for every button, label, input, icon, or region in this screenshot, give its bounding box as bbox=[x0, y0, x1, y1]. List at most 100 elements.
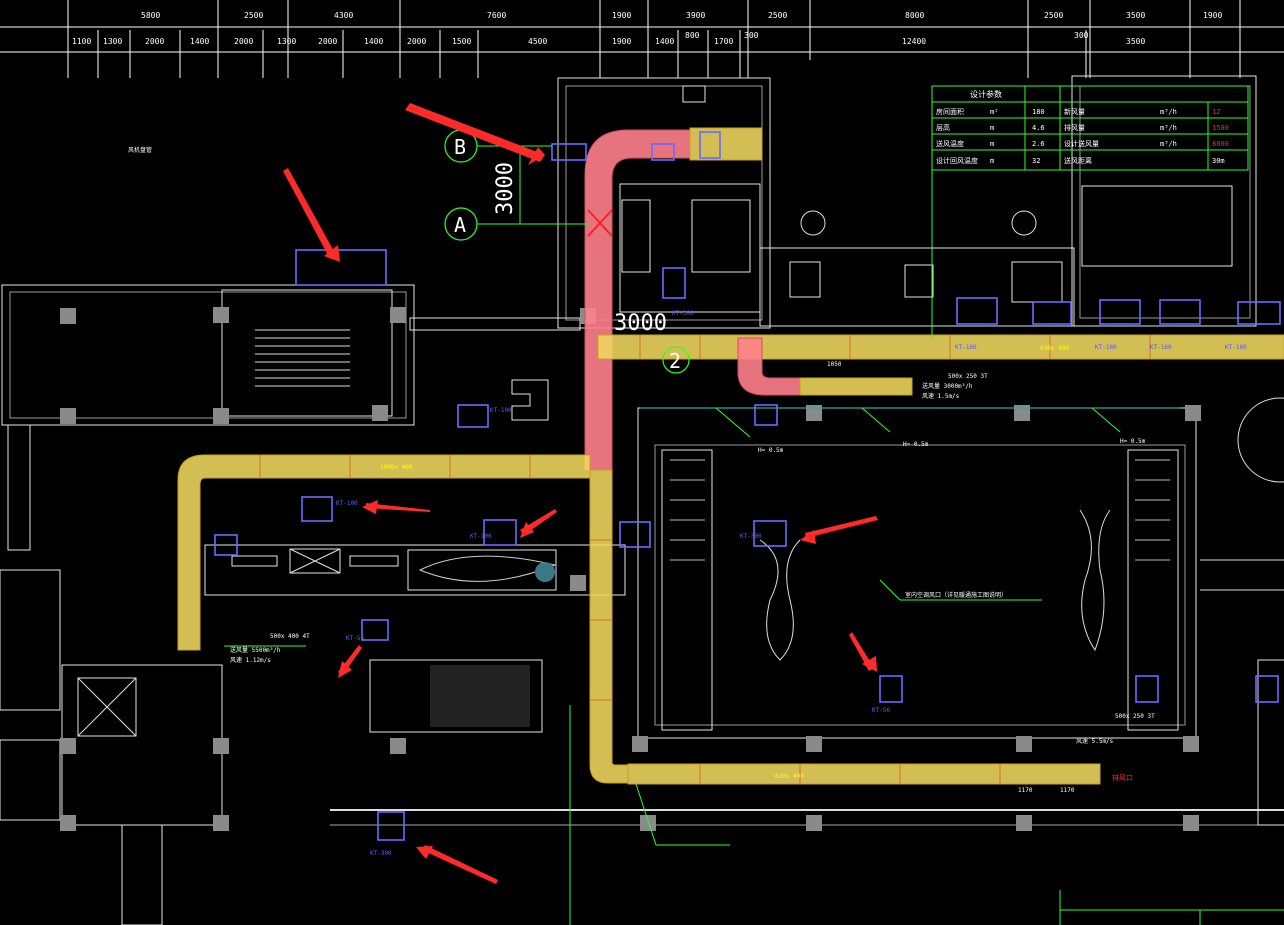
table-r1-label2: 新风量 bbox=[1064, 107, 1085, 116]
table-r2-label: 层高 bbox=[936, 123, 950, 132]
duct-size-label-1: 1000x 400 bbox=[380, 464, 413, 471]
table-r1-value: 180 bbox=[1032, 108, 1045, 116]
ac-unit-row-label-3: KT-160 bbox=[1150, 344, 1172, 351]
arrow-to-kt300-bottom bbox=[422, 845, 498, 884]
table-r2-unit2: m³/h bbox=[1160, 124, 1177, 132]
duct-top-segment[interactable] bbox=[689, 127, 763, 161]
ac-unit-left-1-label: KT-100 bbox=[490, 407, 512, 414]
duct-upper-horizontal[interactable] bbox=[597, 334, 1284, 360]
dim-top-5: 1900 bbox=[612, 11, 631, 20]
ac-unit-kt56-right[interactable] bbox=[1135, 675, 1159, 703]
table-r4-label: 设计回风温度 bbox=[936, 156, 978, 165]
duct-branch-horizontal[interactable] bbox=[799, 377, 913, 396]
arrow-to-top-left-unit bbox=[283, 168, 336, 259]
ac-unit-row-label-2: KT-160 bbox=[1095, 344, 1117, 351]
dim-2-3: 2000 bbox=[145, 37, 164, 46]
ac-unit-kt300-upper-label: KT-300 bbox=[672, 310, 694, 317]
design-parameter-table: 设计参数 房间面积 m² 180 新风量 m³/h 12 层高 m 4.6 排风… bbox=[931, 85, 1249, 340]
dim-2-18: 300 bbox=[1074, 31, 1089, 40]
ac-unit-row-5[interactable] bbox=[1237, 301, 1281, 325]
grid-bubble-a: A bbox=[454, 213, 466, 237]
table-r3-value: 2.6 bbox=[1032, 140, 1045, 148]
zone-note: 排风口 bbox=[1112, 773, 1133, 782]
height-note-3: H= 0.5m bbox=[1120, 438, 1146, 445]
height-note-1: H= 0.5m bbox=[758, 447, 784, 454]
dim-2-7: 2000 bbox=[318, 37, 337, 46]
height-note-2: H= 0.5m bbox=[903, 441, 929, 448]
table-r2-value2: 1500 bbox=[1212, 124, 1229, 132]
table-r3-unit: m bbox=[990, 140, 994, 148]
grid-bubble-b: B bbox=[454, 135, 466, 159]
ac-unit-center-right[interactable] bbox=[619, 521, 651, 548]
dim-2-19: 3500 bbox=[1126, 37, 1145, 46]
ac-unit-hall-top[interactable] bbox=[754, 404, 778, 426]
duct-left-horizontal[interactable] bbox=[177, 454, 591, 651]
dim-top-4: 7600 bbox=[487, 11, 506, 20]
dim-2-14: 800 bbox=[685, 31, 700, 40]
dim-top-11: 1900 bbox=[1203, 11, 1222, 20]
table-r1-label: 房间面积 bbox=[936, 107, 964, 116]
table-r1-unit: m² bbox=[990, 108, 998, 116]
ac-unit-hall-kt300[interactable] bbox=[753, 520, 787, 547]
ac-unit-kt56-edge[interactable] bbox=[1255, 675, 1279, 703]
ac-unit-row-2[interactable] bbox=[1032, 301, 1072, 325]
label-top-left: 风机盘管 bbox=[128, 146, 152, 154]
ac-unit-kt300-upper[interactable] bbox=[662, 267, 686, 299]
duct-bottom-horizontal[interactable] bbox=[627, 763, 1101, 785]
dim-top-1: 5800 bbox=[141, 11, 160, 20]
speed-note-3: 风速 5.5m/s bbox=[1076, 738, 1114, 745]
dim-2-5: 2000 bbox=[234, 37, 253, 46]
dim-2-6: 1300 bbox=[277, 37, 296, 46]
duct-size-label-3: 630x 400 bbox=[1040, 345, 1069, 352]
table-r3-value2: 8000 bbox=[1212, 140, 1229, 148]
callout-arrows bbox=[283, 103, 878, 884]
ac-unit-row-label-4: KT-160 bbox=[1225, 344, 1247, 351]
table-r3-label2: 设计送风量 bbox=[1064, 139, 1099, 148]
duct-center-vertical[interactable] bbox=[589, 469, 629, 784]
arrow-to-kt100-a bbox=[366, 503, 430, 512]
ac-unit-kt56-a-label: KT-56 bbox=[346, 635, 364, 642]
dim-2-2: 1300 bbox=[103, 37, 122, 46]
dim-top-2: 2500 bbox=[244, 11, 263, 20]
dim-top-9: 2500 bbox=[1044, 11, 1063, 20]
ac-unit-top-left[interactable] bbox=[295, 249, 387, 286]
ductwork[interactable]: 1000x 400 630x 400 630x 400 bbox=[177, 127, 1284, 785]
ac-unit-row-4[interactable] bbox=[1159, 299, 1201, 325]
dim-2-9: 2000 bbox=[407, 37, 426, 46]
ac-unit-row-3[interactable] bbox=[1099, 299, 1141, 325]
dim-top-3: 4300 bbox=[334, 11, 353, 20]
hall-note: 室内空调风口（详见暖通施工图说明） bbox=[905, 591, 1007, 599]
ac-unit-kt300-bottom[interactable] bbox=[377, 811, 405, 841]
dimension-1170-b: 1170 bbox=[1060, 787, 1075, 794]
ac-unit-kt100-a[interactable] bbox=[301, 496, 333, 522]
ac-unit-kt56-a[interactable] bbox=[361, 619, 389, 641]
ac-unit-kt100-b[interactable] bbox=[483, 519, 517, 546]
grid-bubble-2: 2 bbox=[669, 349, 681, 373]
dim-2-17: 12400 bbox=[902, 37, 926, 46]
speed-note-2: 风速 1.12m/s bbox=[230, 657, 271, 664]
ac-unit-kt56-hall-label: KT-56 bbox=[872, 707, 890, 714]
annotations: 风机盘管 500x 250 3T 送风量 3000m³/h 风速 1.5m/s … bbox=[128, 146, 1180, 846]
speed-note-1: 风速 1.5m/s bbox=[922, 393, 960, 400]
dim-3000-horizontal: 3000 bbox=[614, 311, 667, 336]
ac-unit-stair[interactable] bbox=[214, 534, 238, 556]
dimension-1170-a: 1170 bbox=[1018, 787, 1033, 794]
dim-2-16: 300 bbox=[744, 31, 759, 40]
table-r4-value: 32 bbox=[1032, 157, 1040, 165]
airflow-note-3: 500x 250 3T bbox=[1115, 713, 1155, 720]
duct-supply-riser[interactable] bbox=[584, 129, 691, 471]
grid-markers: B A 3000 2 3000 bbox=[444, 129, 690, 374]
ac-unit-row-1[interactable] bbox=[956, 297, 998, 325]
ac-units[interactable]: KT-300 KT-100 KT-100 KT-100 KT-300 KT-56… bbox=[214, 249, 1281, 857]
table-header: 设计参数 bbox=[970, 89, 1002, 99]
ac-unit-left-1[interactable] bbox=[457, 404, 489, 428]
ac-unit-kt56-hall[interactable] bbox=[879, 675, 903, 703]
dim-2-4: 1400 bbox=[190, 37, 209, 46]
dim-2-8: 1400 bbox=[364, 37, 383, 46]
table-r4-unit: m bbox=[990, 157, 994, 165]
flow-note-1: 送风量 3000m³/h bbox=[922, 382, 973, 390]
table-r2-value: 4.6 bbox=[1032, 124, 1045, 132]
dim-top-10: 3500 bbox=[1126, 11, 1145, 20]
arrow-to-hall-kt300 bbox=[805, 516, 878, 538]
